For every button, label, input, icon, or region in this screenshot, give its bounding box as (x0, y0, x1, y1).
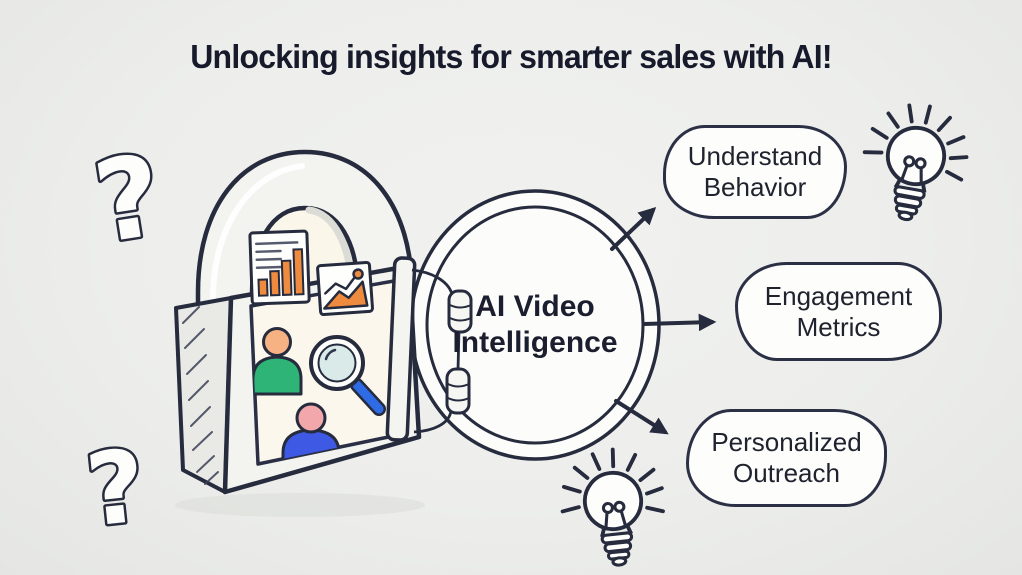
bar-chart-icon (248, 229, 311, 306)
hub-label-line1: AI Video (475, 290, 595, 323)
outcome-bubble-understand-behavior: Understand Behavior (663, 125, 847, 219)
outcome-label: Engagement Metrics (764, 280, 913, 342)
magnifying-glass-icon (309, 335, 386, 416)
trend-chart-icon (316, 260, 374, 317)
hinge-icon (411, 268, 473, 434)
question-mark-icon: ? (86, 131, 171, 270)
lightbulb-icon (852, 94, 976, 230)
analyst-person-icon (251, 327, 303, 396)
arrow-icon (610, 206, 657, 251)
hub-label-line2: Intelligence (452, 326, 618, 359)
outcome-bubble-personalized-outreach: Personalized Outreach (686, 409, 887, 507)
arrow-icon (614, 399, 669, 435)
lock-body-side (174, 296, 233, 494)
question-mark-icon: ? (81, 427, 151, 549)
lightbulb-icon (554, 442, 672, 573)
padlock-illustration (174, 149, 473, 517)
outcome-bubble-engagement-metrics: Engagement Metrics (735, 262, 942, 361)
door-edge (385, 256, 417, 442)
page-title: Unlocking insights for smarter sales wit… (190, 38, 832, 75)
outcome-label: Understand Behavior (687, 141, 823, 202)
outcome-label: Personalized Outreach (711, 427, 862, 488)
arrow-icon (642, 313, 717, 332)
hub-label: AI Video Intelligence (405, 289, 665, 361)
padlock-shadow (175, 493, 425, 517)
